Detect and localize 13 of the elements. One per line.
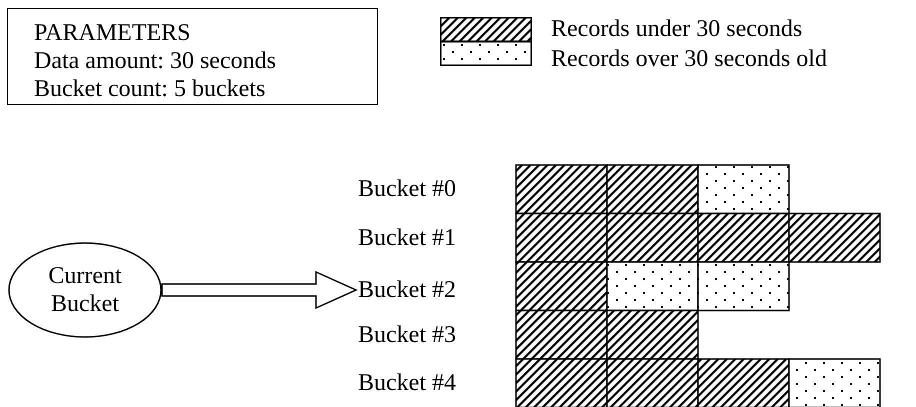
bucket-label: Bucket #0 (358, 175, 456, 203)
legend-text: Records over 30 seconds old (551, 45, 827, 73)
parameter-text: Bucket count: 5 buckets (34, 75, 266, 103)
bucket-label: Bucket #4 (358, 369, 456, 397)
bucket-label: Bucket #2 (358, 276, 456, 304)
bucket-label: Bucket #3 (358, 320, 456, 348)
parameters-box (7, 8, 378, 105)
box-heading: PARAMETERS (34, 19, 190, 47)
block-arrow (161, 270, 358, 310)
legend-text: Records under 30 seconds (551, 15, 802, 43)
bucket-label: Bucket #1 (358, 224, 456, 252)
node-text: Current Bucket (47, 262, 123, 318)
parameter-text: Data amount: 30 seconds (34, 47, 276, 75)
